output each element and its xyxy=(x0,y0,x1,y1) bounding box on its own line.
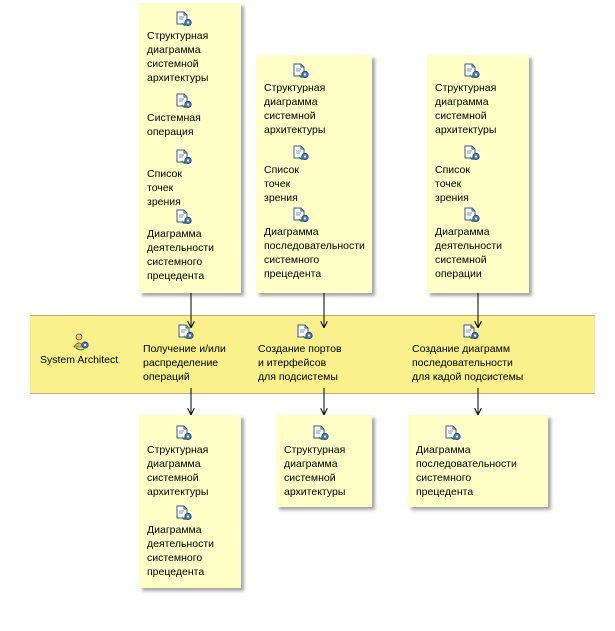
work-product-label: Список точек зрения xyxy=(264,164,299,204)
output-note-3: Диаграмма последовательности системного … xyxy=(408,415,548,507)
activity-label: Получение и/или распределение операций xyxy=(143,343,226,383)
activity[interactable]: Получение и/или распределение операций xyxy=(143,324,226,384)
work-product-label: Структурная диаграмма системной архитект… xyxy=(435,82,497,136)
actor: System Architect xyxy=(40,333,118,367)
work-product: Список точек зрения xyxy=(147,149,193,209)
work-product-label: Структурная диаграмма системной архитект… xyxy=(147,30,209,84)
work-product-label: Диаграмма последовательности системного … xyxy=(416,444,517,498)
work-product-label: Диаграмма деятельности системного прецед… xyxy=(147,524,214,578)
work-product: Структурная диаграмма системной архитект… xyxy=(147,425,208,499)
work-product: Структурная диаграмма системной архитект… xyxy=(264,63,325,137)
work-product: Список точек зрения xyxy=(435,145,481,205)
output-note-2: Структурная диаграмма системной архитект… xyxy=(276,415,372,507)
output-note-1: Структурная диаграмма системной архитект… xyxy=(139,415,241,588)
work-product: Диаграмма деятельности системной операци… xyxy=(435,207,502,281)
work-product-label: Структурная диаграмма системной архитект… xyxy=(264,82,326,136)
activity[interactable]: Создание диаграмм последовательности для… xyxy=(412,324,523,384)
work-product-label: Структурная диаграмма системной архитект… xyxy=(284,444,346,498)
input-note-3: Структурная диаграмма системной архитект… xyxy=(427,55,529,293)
work-product: Диаграмма деятельности системного прецед… xyxy=(147,209,214,283)
work-product: Список точек зрения xyxy=(264,145,310,205)
input-note-1: Структурная диаграмма системной архитект… xyxy=(139,3,241,293)
work-product-label: Диаграмма деятельности системного прецед… xyxy=(147,228,214,282)
work-product-label: Диаграмма последовательности системного … xyxy=(264,226,365,280)
activity-label: Создание диаграмм последовательности для… xyxy=(412,343,524,383)
work-product: Структурная диаграмма системной архитект… xyxy=(147,11,208,85)
work-product: Структурная диаграмма системной архитект… xyxy=(284,425,345,499)
work-product: Системная операция xyxy=(147,93,201,139)
work-product-label: Диаграмма деятельности системной операци… xyxy=(435,226,502,280)
work-product: Диаграмма последовательности системного … xyxy=(264,207,365,281)
activity[interactable]: Создание портов и итерфейсов для подсист… xyxy=(258,324,342,384)
activity-label: Создание портов и итерфейсов для подсист… xyxy=(258,343,342,383)
work-product: Диаграмма последовательности системного … xyxy=(416,425,517,499)
input-note-2: Структурная диаграмма системной архитект… xyxy=(256,55,372,293)
work-product-label: Структурная диаграмма системной архитект… xyxy=(147,444,209,498)
role-band xyxy=(30,315,595,394)
work-product: Диаграмма деятельности системного прецед… xyxy=(147,505,214,579)
work-product-label: Список точек зрения xyxy=(147,168,182,208)
actor-label: System Architect xyxy=(40,354,119,366)
work-product-label: Список точек зрения xyxy=(435,164,470,204)
work-product: Структурная диаграмма системной архитект… xyxy=(435,63,496,137)
work-product-label: Системная операция xyxy=(147,112,201,138)
